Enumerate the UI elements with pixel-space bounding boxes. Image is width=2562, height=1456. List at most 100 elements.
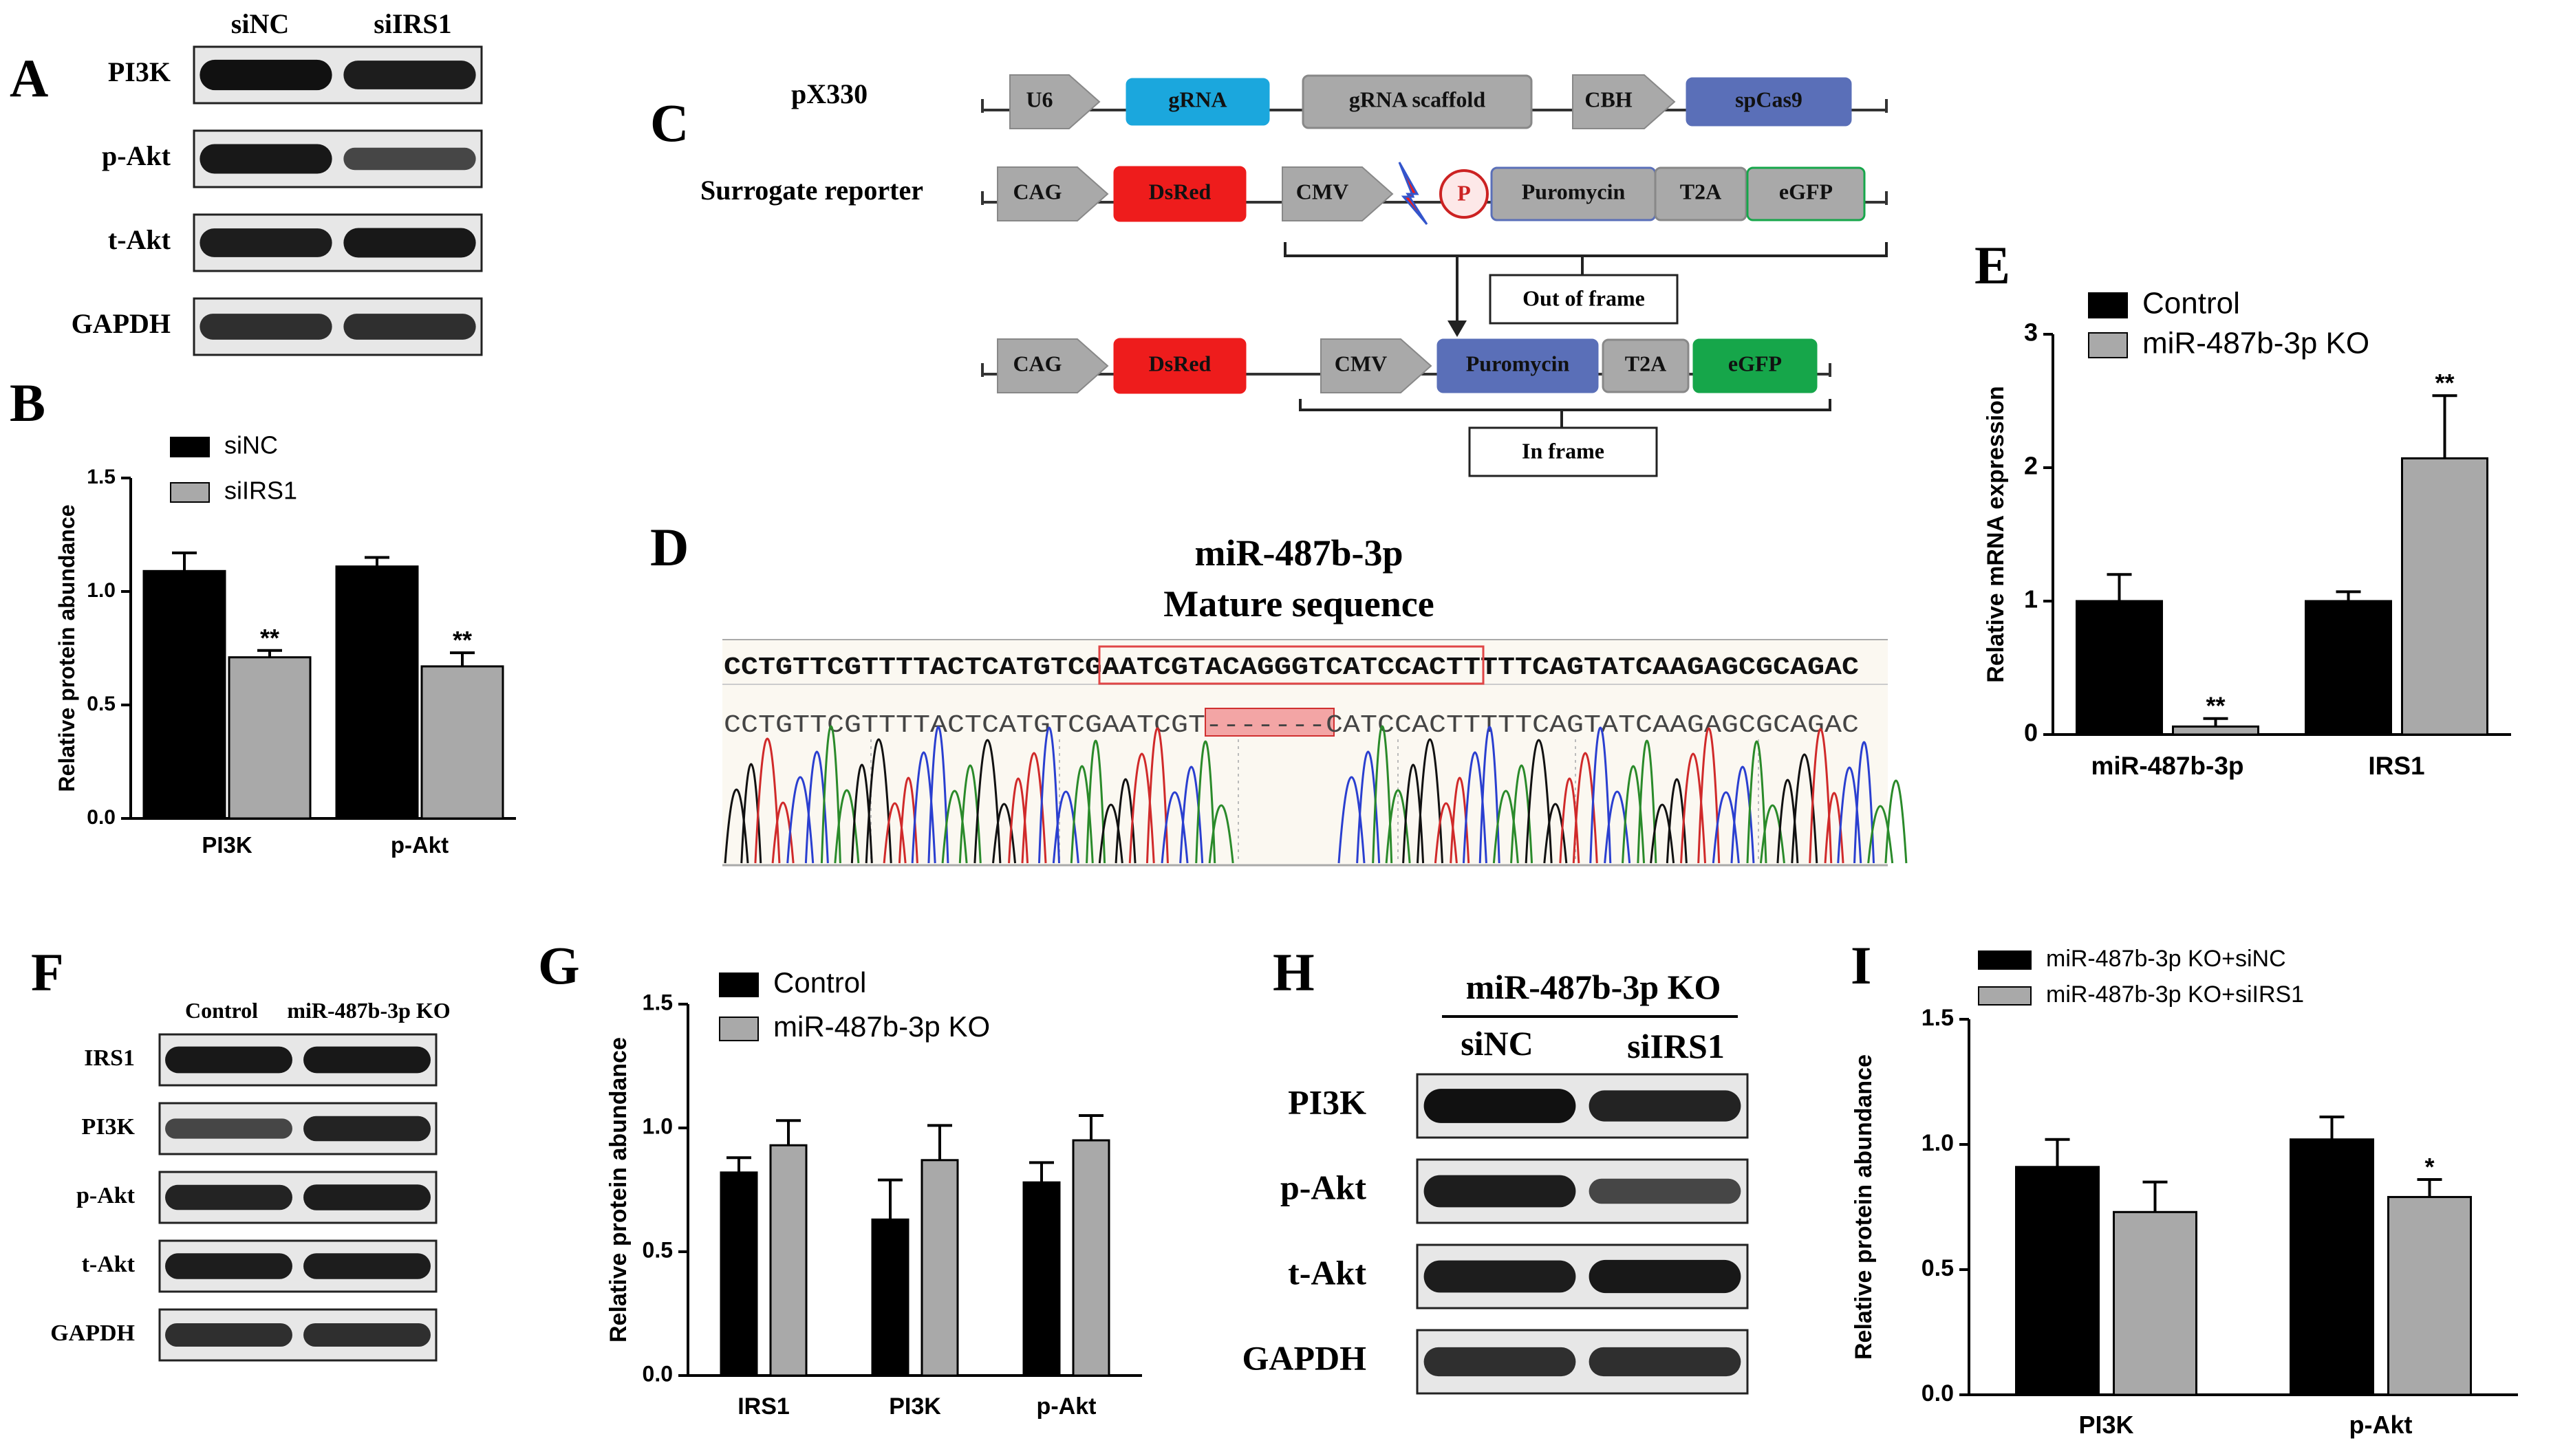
bar xyxy=(2387,1195,2472,1396)
bar xyxy=(921,1159,959,1377)
blot-band xyxy=(343,228,476,258)
bar xyxy=(2172,725,2259,736)
trace-peak xyxy=(1637,739,1657,864)
trace-peak xyxy=(1337,776,1366,864)
legend-swatch xyxy=(170,437,210,457)
bar xyxy=(335,565,419,820)
trace-peak xyxy=(1589,726,1612,864)
construct-label: Surrogate reporter xyxy=(700,175,923,206)
panel-letter-D: D xyxy=(650,517,689,577)
legend-label: miR-487b-3p KO+siIRS1 xyxy=(2046,981,2304,1008)
legend-swatch xyxy=(1978,986,2032,1006)
blot-col-label: siIRS1 xyxy=(1627,1027,1725,1065)
legend-label: siIRS1 xyxy=(224,477,297,505)
legend-label: miR-487b-3p KO xyxy=(773,1010,990,1043)
trace-peak xyxy=(941,790,968,864)
blot-row-label: t-Akt xyxy=(108,224,171,255)
y-tick-label: 1.5 xyxy=(87,466,116,488)
trace-peak xyxy=(1356,750,1381,864)
y-tick-label: 1 xyxy=(2024,585,2038,613)
out-of-frame-box xyxy=(1489,274,1679,325)
trace-peak xyxy=(1525,739,1553,864)
scaffold-block xyxy=(1302,74,1533,129)
x-tick-label: PI3K xyxy=(202,832,252,858)
blot-band xyxy=(343,61,476,89)
legend-swatch xyxy=(719,1017,759,1041)
grna-block-label: gRNA xyxy=(1168,87,1227,111)
trace-peak xyxy=(927,726,949,864)
seq-segment: ------- xyxy=(1205,711,1326,739)
trace-peak xyxy=(1385,789,1411,864)
puromycin-block xyxy=(1436,338,1599,393)
trace-peak xyxy=(1572,752,1598,864)
trace-peak xyxy=(1098,803,1123,864)
p-site-label: P xyxy=(1457,180,1471,205)
x-tick-label: PI3K xyxy=(2078,1411,2133,1439)
chromatogram xyxy=(724,725,1908,864)
trace-peak xyxy=(724,788,749,864)
trace-peak xyxy=(973,739,1002,864)
blot-col-label: siIRS1 xyxy=(374,8,451,39)
trace-peak xyxy=(1179,765,1204,864)
y-tick-label: 2 xyxy=(2024,452,2038,480)
dsred-block xyxy=(1113,166,1247,222)
dsred-block xyxy=(1113,338,1247,394)
blot-band xyxy=(200,144,332,174)
sequence-subtitle: Mature sequence xyxy=(1163,583,1434,624)
blot-band xyxy=(303,1046,431,1074)
y-axis-label: Relative protein abundance xyxy=(1851,1054,1877,1360)
trace-peak xyxy=(1867,805,1894,864)
trace-peak xyxy=(786,776,815,864)
significance-marker: ** xyxy=(2206,692,2225,720)
knockout-sequence: CCTGTTCGTTTTACTCATGTCGAATCGT-------CATCC… xyxy=(724,708,1859,739)
cut-site-icon xyxy=(1398,162,1428,225)
puromycin-block-label: Puromycin xyxy=(1522,179,1626,204)
y-tick-label: 1.0 xyxy=(87,579,116,602)
blot-band xyxy=(165,1253,292,1279)
flow-arrow-head xyxy=(1447,320,1467,337)
trace-peak xyxy=(1416,738,1443,864)
t2a-block xyxy=(1654,166,1747,221)
legend-label: miR-487b-3p KO xyxy=(2142,327,2369,360)
promoter-cmv-label: CMV xyxy=(1335,351,1387,376)
y-tick-label: 0.5 xyxy=(643,1237,673,1262)
trace-peak xyxy=(1161,791,1189,864)
blot-col-label: siNC xyxy=(231,8,289,39)
y-axis-label: Relative mRNA expression xyxy=(1983,386,2009,682)
bar xyxy=(720,1171,758,1377)
trace-peak xyxy=(771,801,795,864)
legend-swatch xyxy=(2088,332,2128,358)
seq-segment: CCTGTTCGTTTTACTCATGTCG xyxy=(724,653,1102,682)
x-tick-label: miR-487b-3p xyxy=(2091,752,2243,780)
blot-row-label: PI3K xyxy=(1288,1083,1366,1121)
bar xyxy=(871,1218,909,1377)
puromycin-block-label: Puromycin xyxy=(1466,351,1570,376)
trace-peak xyxy=(820,725,841,864)
cas9-block xyxy=(1686,77,1852,127)
blot-row-label: PI3K xyxy=(82,1114,136,1140)
blot-group-header: miR-487b-3p KO xyxy=(1466,968,1721,1006)
promoter-cag xyxy=(997,338,1109,393)
legend-label: Control xyxy=(2142,287,2240,320)
blot-row-label: p-Akt xyxy=(76,1183,136,1208)
trace-peak xyxy=(1884,779,1908,864)
y-tick-label: 0.0 xyxy=(1922,1380,1954,1406)
t2a-block xyxy=(1602,338,1690,393)
egfp-block xyxy=(1746,166,1866,221)
promoter-cmv xyxy=(1320,338,1432,393)
promoter-u6 xyxy=(1009,74,1101,129)
blot-band xyxy=(200,228,332,257)
legend-swatch xyxy=(1978,950,2032,970)
blot-row-label: t-Akt xyxy=(82,1252,136,1277)
blot-band xyxy=(165,1184,292,1210)
trace-peak xyxy=(1478,726,1500,864)
promoter-cag-label: CAG xyxy=(1013,351,1062,376)
trace-peak xyxy=(1604,790,1631,864)
bar xyxy=(228,656,312,820)
significance-marker: * xyxy=(2424,1153,2434,1181)
blot-col-label: Control xyxy=(185,998,258,1023)
